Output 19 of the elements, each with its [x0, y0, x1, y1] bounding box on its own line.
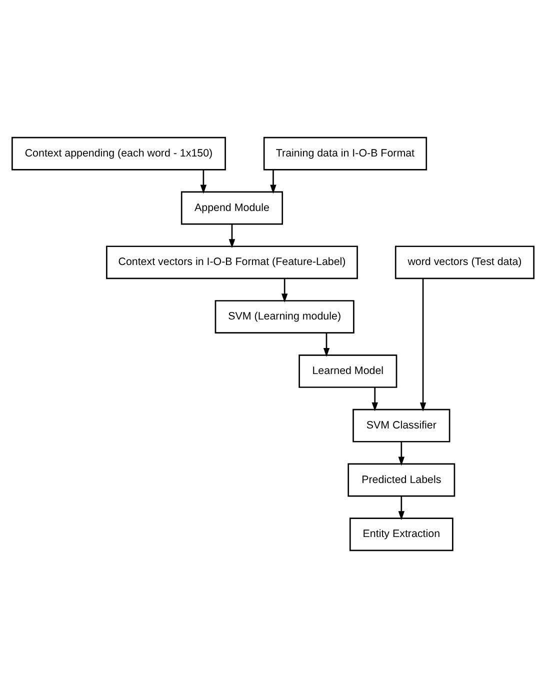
arrow: [270, 170, 276, 194]
arrow: [420, 278, 426, 412]
arrow: [200, 170, 207, 194]
node-box: Predicted Labels: [348, 463, 456, 497]
node-box: Context vectors in I-O-B Format (Feature-Label): [106, 246, 358, 280]
node-box: Entity Extraction: [349, 518, 454, 552]
node-box: Learned Model: [298, 354, 398, 388]
node-box: Append Module: [180, 191, 284, 225]
arrow: [228, 224, 236, 248]
arrow: [398, 442, 405, 466]
arrow: [372, 388, 378, 412]
node-box: Context appending (each word - 1x150): [12, 136, 226, 170]
node-box: SVM (Learning module): [214, 300, 354, 334]
arrow: [281, 278, 288, 303]
node-box: word vectors (Test data): [394, 246, 534, 280]
node-box: Training data in I-O-B Format: [263, 136, 428, 170]
arrow: [323, 333, 330, 357]
node-box: SVM Classifier: [352, 408, 450, 442]
arrow: [398, 496, 405, 520]
